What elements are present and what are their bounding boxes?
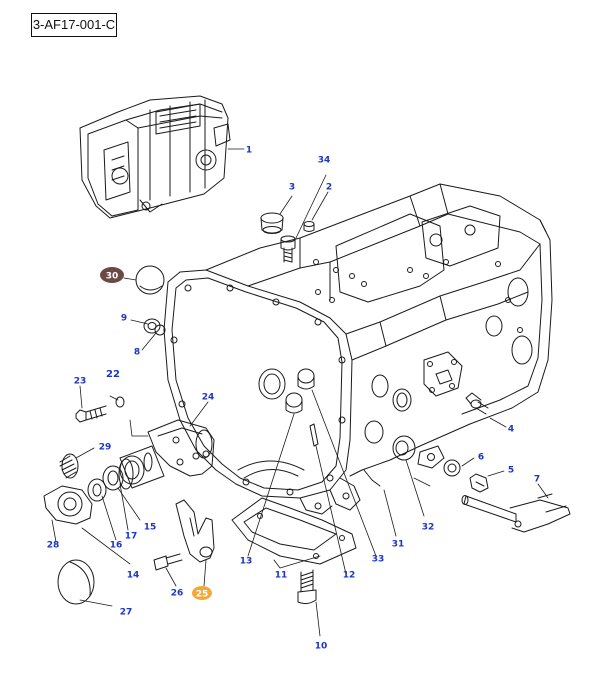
callout-11[interactable]: 11 [275,571,288,581]
callout-8[interactable]: 8 [134,348,140,358]
callout-16[interactable]: 16 [110,541,123,551]
callout-23[interactable]: 23 [74,377,87,387]
bolt-and-washer-parts [75,396,125,423]
cap-part [260,212,284,234]
callout-3[interactable]: 3 [289,183,295,193]
breather-fitting-part [280,235,296,263]
callout-labels: 1 2 3 4 5 6 7 8 9 10 11 12 13 14 15 16 1… [47,146,540,652]
callout-badge-30 [100,267,124,283]
callout-26[interactable]: 26 [171,589,184,599]
selector-fork-part [175,499,215,563]
dowel-pin-part [309,423,319,447]
spring-part [59,453,79,479]
callout-10[interactable]: 10 [315,642,328,652]
cover-disc-part [57,559,95,605]
set-screw-part [153,553,183,571]
callout-badge-25 [192,586,212,600]
callout-25[interactable]: 25 [196,590,209,600]
leader-lines [51,148,549,637]
callout-27[interactable]: 27 [120,608,133,618]
callout-7[interactable]: 7 [534,475,540,485]
side-bolt-part [465,392,489,415]
callout-15[interactable]: 15 [144,523,157,533]
callout-29[interactable]: 29 [99,443,112,453]
callout-5[interactable]: 5 [508,466,514,476]
callout-28[interactable]: 28 [47,541,60,551]
callout-12[interactable]: 12 [343,571,356,581]
callout-31[interactable]: 31 [392,540,405,550]
callout-1[interactable]: 1 [246,146,252,156]
callout-badges [100,267,212,600]
small-plug-part [303,221,315,232]
shift-rod-part [461,493,571,533]
cover-cap-part [135,265,165,295]
cover-plate-part [231,497,357,565]
callout-9[interactable]: 9 [121,314,127,324]
callout-30[interactable]: 30 [106,272,119,282]
callout-6[interactable]: 6 [478,453,484,463]
transmission-housing-part [163,183,553,515]
callout-4[interactable]: 4 [508,425,514,435]
seal-ring-parts [87,455,145,502]
callout-2[interactable]: 2 [326,183,332,193]
callout-34[interactable]: 34 [318,156,331,166]
seal-and-ring-parts [143,318,166,336]
bearing-carrier-part [43,485,93,525]
gearbox-assembly-part [79,95,231,219]
plug-parts [285,368,315,414]
callout-14[interactable]: 14 [127,571,140,581]
sealing-ring-part [392,435,416,461]
callout-32[interactable]: 32 [422,523,435,533]
drain-bolt-part [297,569,317,605]
washer-and-bolt-parts [443,459,489,493]
callout-24[interactable]: 24 [202,393,215,403]
reference-code-box: 3-AF17-001-C [31,13,117,37]
callout-17[interactable]: 17 [125,532,138,542]
callout-33[interactable]: 33 [372,555,385,565]
callout-13[interactable]: 13 [240,557,253,567]
callout-22[interactable]: 22 [106,369,120,380]
